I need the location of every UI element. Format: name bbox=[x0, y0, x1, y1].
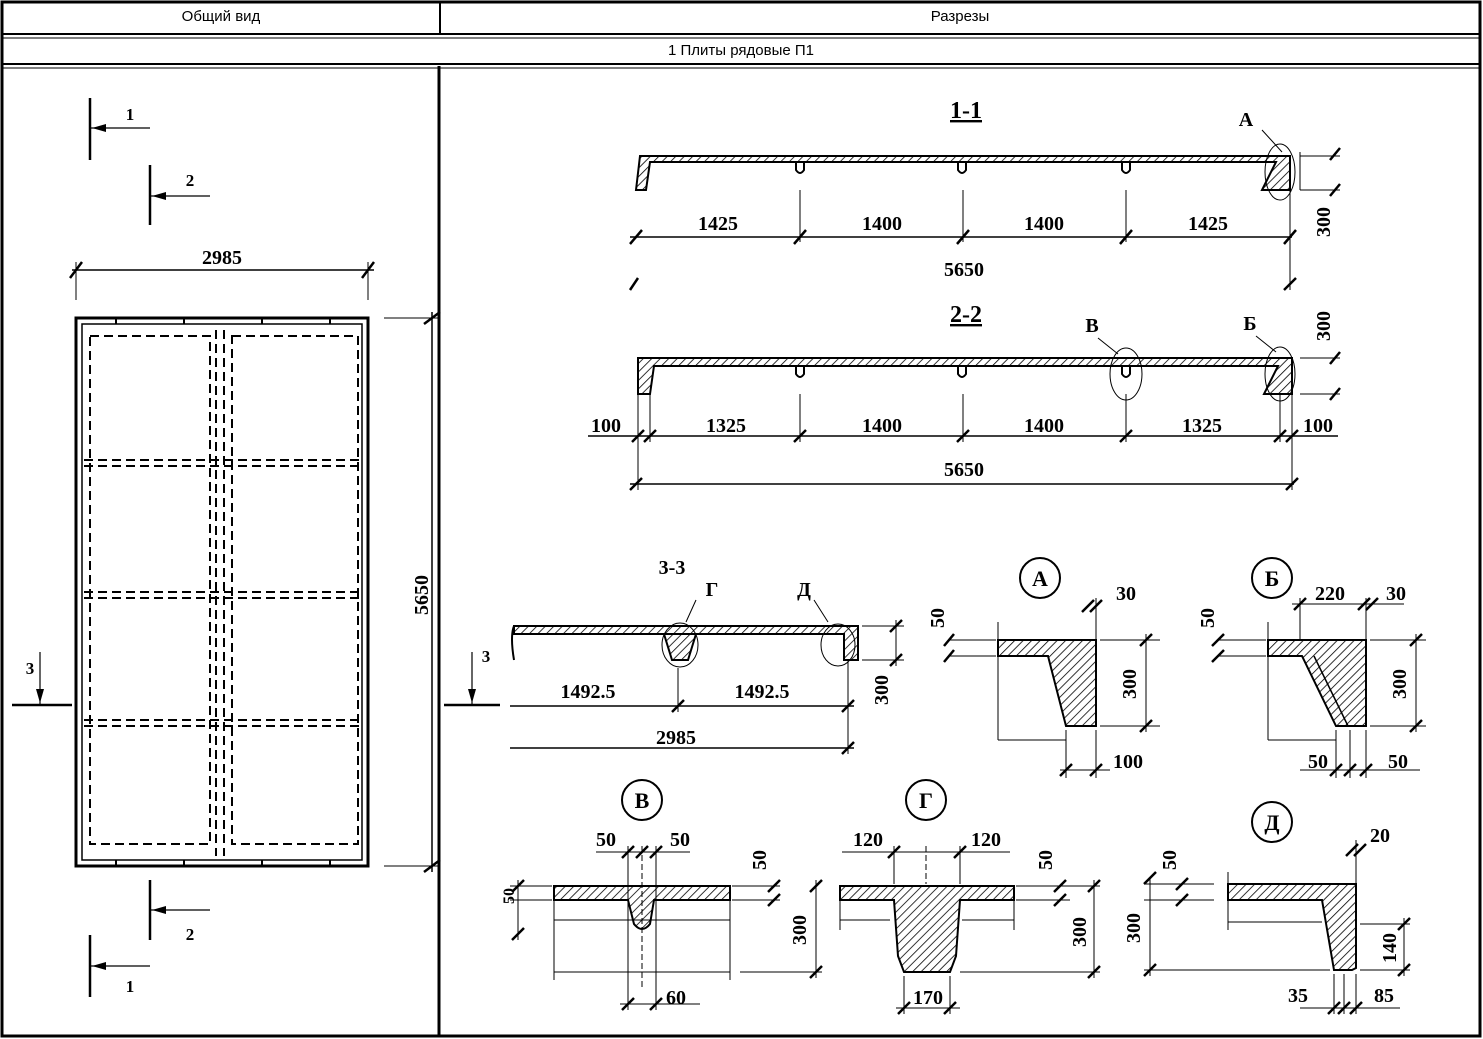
detail-b-d1: 50 bbox=[1197, 608, 1219, 628]
detail-a-d2: 30 bbox=[1116, 583, 1136, 605]
s11-dim-3: 1425 bbox=[1188, 213, 1228, 235]
s11-total: 5650 bbox=[944, 259, 984, 281]
s22-dim-0: 100 bbox=[591, 415, 621, 437]
detail-d-d5: 35 bbox=[1288, 985, 1308, 1007]
detail-d-d6: 85 bbox=[1374, 985, 1394, 1007]
section-3-3-callout-d: Д bbox=[797, 579, 811, 601]
plan-width-dim: 2985 bbox=[202, 247, 242, 269]
header-general-view: Общий вид bbox=[181, 8, 261, 25]
row-title: 1 Плиты рядовые П1 bbox=[667, 42, 814, 59]
s22-dim-2: 1400 bbox=[862, 415, 902, 437]
s22-height: 300 bbox=[1313, 311, 1335, 341]
section-2-2-title: 2-2 bbox=[950, 302, 982, 328]
s33-height: 300 bbox=[871, 675, 893, 705]
section-1-1-title: 1-1 bbox=[950, 98, 982, 124]
detail-b-label: Б bbox=[1265, 566, 1280, 591]
detail-d-d2: 20 bbox=[1370, 825, 1390, 847]
s11-dim-1: 1400 bbox=[862, 213, 902, 235]
header-sections: Разрезы bbox=[930, 8, 990, 25]
detail-v-d1: 50 bbox=[596, 829, 616, 851]
detail-a-d3: 300 bbox=[1119, 669, 1141, 699]
plan-view bbox=[12, 98, 500, 997]
s22-dim-5: 100 bbox=[1303, 415, 1333, 437]
detail-a-d1: 50 bbox=[927, 608, 949, 628]
detail-d-d3: 300 bbox=[1123, 913, 1145, 943]
detail-g-d5: 170 bbox=[913, 987, 943, 1009]
s22-dim-4: 1325 bbox=[1182, 415, 1222, 437]
detail-v-label: В bbox=[635, 788, 650, 813]
section-1-1-callout: А bbox=[1239, 109, 1254, 131]
detail-b-d4: 300 bbox=[1389, 669, 1411, 699]
section-2-2-callout-b: Б bbox=[1243, 313, 1256, 335]
detail-b-d3: 30 bbox=[1386, 583, 1406, 605]
detail-b-d5: 50 bbox=[1308, 751, 1328, 773]
detail-b bbox=[1211, 557, 1426, 778]
plan-length-dim: 5650 bbox=[411, 575, 433, 615]
s22-total: 5650 bbox=[944, 459, 984, 481]
detail-g-label: Г bbox=[919, 788, 933, 813]
detail-v-d6: 50 bbox=[501, 888, 518, 904]
cut-mark-3-right: 3 bbox=[482, 647, 491, 666]
s33-dim-1: 1492.5 bbox=[735, 681, 790, 703]
detail-v-d4: 300 bbox=[789, 915, 811, 945]
detail-d bbox=[1143, 801, 1411, 1015]
detail-a-d4: 100 bbox=[1113, 751, 1143, 773]
section-3-3-title: 3-3 bbox=[659, 557, 686, 579]
cut-mark-1-top: 1 bbox=[126, 105, 135, 124]
detail-v-d3: 50 bbox=[749, 850, 771, 870]
detail-v-d2: 50 bbox=[670, 829, 690, 851]
detail-g-d4: 300 bbox=[1069, 917, 1091, 947]
cut-mark-1-bottom: 1 bbox=[126, 977, 135, 996]
cut-mark-2-top: 2 bbox=[186, 171, 195, 190]
detail-b-d2: 220 bbox=[1315, 583, 1345, 605]
s11-height: 300 bbox=[1313, 207, 1335, 237]
detail-v bbox=[510, 779, 823, 1011]
cut-mark-3-left: 3 bbox=[26, 659, 35, 678]
detail-d-d4: 140 bbox=[1379, 933, 1401, 963]
section-3-3-callout-g: Г bbox=[706, 579, 719, 601]
detail-b-d6: 50 bbox=[1388, 751, 1408, 773]
detail-d-label: Д bbox=[1264, 810, 1279, 835]
detail-a bbox=[943, 557, 1160, 778]
section-1-1 bbox=[628, 129, 1341, 291]
detail-d-d1: 50 bbox=[1159, 850, 1181, 870]
detail-a-label: А bbox=[1032, 566, 1048, 591]
s33-total: 2985 bbox=[656, 727, 696, 749]
s22-dim-3: 1400 bbox=[1024, 415, 1064, 437]
detail-g-d1: 120 bbox=[853, 829, 883, 851]
section-3-3 bbox=[510, 599, 904, 755]
s11-dim-0: 1425 bbox=[698, 213, 738, 235]
detail-v-d5: 60 bbox=[666, 987, 686, 1009]
detail-g-d3: 50 bbox=[1035, 850, 1057, 870]
s11-dim-2: 1400 bbox=[1024, 213, 1064, 235]
s33-dim-0: 1492.5 bbox=[561, 681, 616, 703]
section-2-2-callout-v: В bbox=[1085, 315, 1098, 337]
section-2-2 bbox=[588, 335, 1341, 491]
detail-g-d2: 120 bbox=[971, 829, 1001, 851]
s22-dim-1: 1325 bbox=[706, 415, 746, 437]
detail-g bbox=[839, 779, 1101, 1015]
cut-mark-2-bottom: 2 bbox=[186, 925, 195, 944]
